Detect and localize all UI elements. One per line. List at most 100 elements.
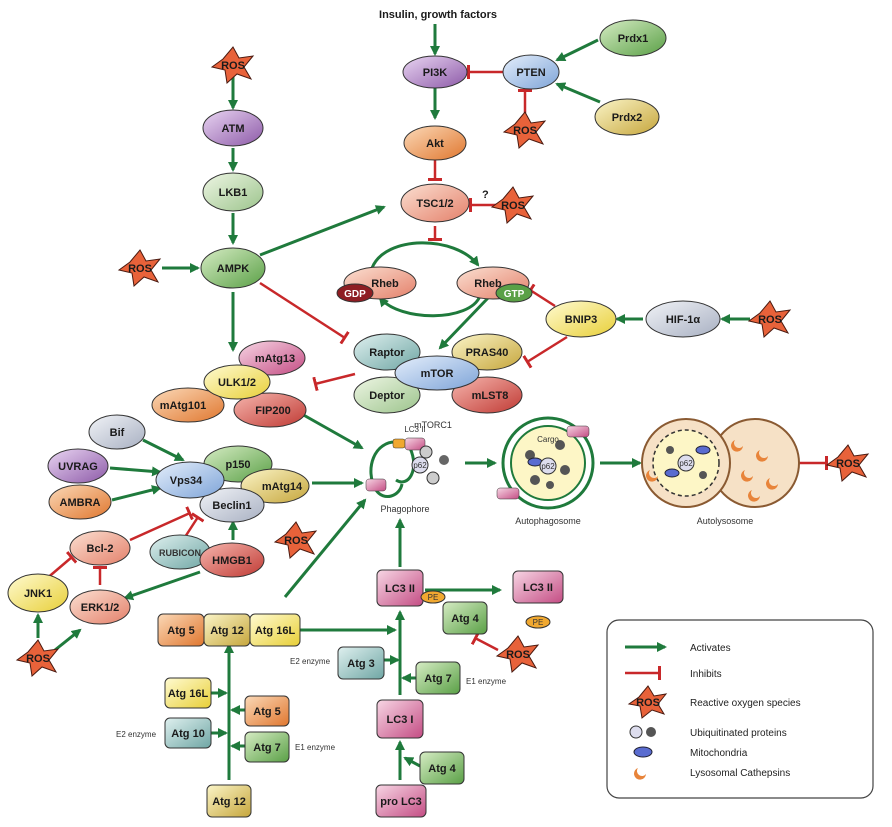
autolysosome-label: Autolysosome	[697, 516, 754, 526]
svg-text:Atg 3: Atg 3	[347, 658, 375, 670]
node-erk: ERK1/2	[69, 589, 131, 625]
node-mtor	[394, 355, 480, 391]
svg-text:LKB1: LKB1	[219, 187, 248, 199]
svg-text:Bcl-2: Bcl-2	[87, 543, 114, 555]
node-pi3k: PI3K	[402, 55, 468, 89]
e2-enzyme-label-1: E2 enzyme	[116, 730, 157, 739]
edge-mtorc1-ulk	[312, 372, 356, 392]
edge-rheb-gtp-to-gdp	[378, 295, 482, 318]
svg-text:HIF-1α: HIF-1α	[666, 314, 701, 326]
edges	[33, 24, 828, 780]
svg-text:Atg 7: Atg 7	[424, 673, 452, 685]
svg-text:AMPK: AMPK	[217, 263, 249, 275]
svg-text:LC3 II: LC3 II	[385, 583, 415, 595]
e1-enzyme-label-1: E1 enzyme	[295, 743, 336, 752]
svg-text:Vps34: Vps34	[170, 475, 203, 487]
node-hif: HIF-1α	[645, 300, 721, 338]
node-ambra: AMBRA	[48, 484, 112, 520]
edge-bcl2-beclin	[129, 506, 194, 542]
legend-ubiquitin: Ubiquitinated proteins	[690, 728, 787, 739]
svg-text:Rheb: Rheb	[371, 278, 399, 290]
svg-text:pro LC3: pro LC3	[380, 796, 422, 808]
svg-text:GTP: GTP	[504, 289, 525, 300]
ros-star: ROS	[502, 111, 547, 149]
svg-text:PTEN: PTEN	[516, 67, 545, 79]
node-atg16l: Atg 16L	[249, 613, 301, 647]
node-atg4-b: Atg 4	[419, 751, 465, 785]
node-hmgb1: HMGB1	[199, 542, 265, 578]
node-ulk	[203, 364, 271, 400]
node-atg5: Atg 5	[157, 613, 205, 647]
node-gtp: GTP	[495, 283, 533, 303]
node-atg5-b: Atg 5	[244, 695, 290, 727]
node-atg16l-b: Atg 16L	[164, 677, 212, 709]
svg-text:Akt: Akt	[426, 138, 444, 150]
svg-text:UVRAG: UVRAG	[58, 461, 98, 473]
legend: Activates Inhibits ROS Reactive oxygen s…	[606, 619, 874, 799]
edge-prdx2-pten	[555, 82, 601, 104]
svg-text:HMGB1: HMGB1	[212, 555, 252, 567]
node-atg4: Atg 4	[442, 601, 488, 635]
svg-text:Atg 5: Atg 5	[167, 625, 195, 637]
svg-text:ROS: ROS	[636, 697, 660, 709]
edge-uvrag-vps34	[109, 466, 162, 477]
tsc-question-mark: ?	[482, 189, 489, 201]
node-pe-free: PE	[525, 615, 551, 629]
node-lc3ii-b: LC3 II	[512, 570, 564, 604]
edge-atg4b-lc3i	[403, 756, 421, 768]
autolysosome-p62: p62	[679, 459, 693, 468]
edge-ulk-phagophore	[299, 411, 364, 450]
svg-text:Atg 12: Atg 12	[212, 796, 246, 808]
node-ulk-complex: mAtg13 mAtg101 FIP200 ULK1/2	[151, 340, 307, 428]
svg-text:ROS: ROS	[221, 60, 245, 72]
edge-bif-vps34	[142, 438, 185, 462]
svg-text:Atg 4: Atg 4	[451, 613, 479, 625]
node-fip200	[233, 392, 307, 428]
ros-star: ROS	[747, 300, 792, 338]
svg-text:ULK1/2: ULK1/2	[218, 377, 256, 389]
svg-text:LC3 II: LC3 II	[523, 582, 553, 594]
node-atg10: Atg 10	[164, 717, 212, 749]
node-prolc3: pro LC3	[375, 784, 427, 818]
mtorc1-label: mTORC1	[414, 420, 452, 430]
svg-text:GDP: GDP	[344, 289, 366, 300]
autophagosome: p62 Cargo Autophagosome	[496, 416, 595, 526]
node-prdx2: Prdx2	[594, 98, 660, 136]
svg-text:ERK1/2: ERK1/2	[81, 602, 120, 614]
node-gdp: GDP	[336, 283, 374, 303]
top-input-label: Insulin, growth factors	[379, 9, 497, 21]
node-lc3ii: LC3 II	[376, 569, 424, 607]
svg-text:JNK1: JNK1	[24, 588, 52, 600]
node-pten: PTEN	[502, 54, 560, 90]
edge-rubicon-beclin	[183, 512, 205, 538]
edge-ambra-vps34	[111, 485, 162, 502]
node-deptor	[353, 376, 421, 414]
edge-ros-erk	[54, 628, 82, 652]
svg-text:Atg 16L: Atg 16L	[168, 688, 209, 700]
svg-text:ROS: ROS	[284, 535, 308, 547]
svg-text:ROS: ROS	[26, 653, 50, 665]
svg-text:BNIP3: BNIP3	[565, 314, 597, 326]
legend-ros-star: ROS	[627, 685, 668, 719]
node-beclin	[199, 487, 265, 523]
node-mtorc1-complex: Raptor PRAS40 Deptor mLST8 mTOR	[353, 333, 523, 414]
ros-star: ROS	[825, 444, 870, 482]
ros-star: ROS	[15, 639, 60, 677]
node-pras40	[451, 333, 523, 371]
node-akt: Akt	[403, 125, 467, 161]
edge-hmgb1-erk	[123, 570, 201, 601]
legend-cathepsins: Lysosomal Cathepsins	[690, 768, 790, 779]
svg-text:TSC1/2: TSC1/2	[416, 198, 453, 210]
svg-text:AMBRA: AMBRA	[60, 497, 101, 509]
phagophore: p62 LC3 II Phagophore	[365, 425, 449, 514]
node-matg13	[238, 340, 306, 376]
edge-rheb-mtor	[438, 296, 490, 350]
edge-ros-atg4	[470, 631, 499, 652]
svg-text:mAtg14: mAtg14	[262, 481, 303, 493]
legend-ros: Reactive oxygen species	[690, 698, 801, 709]
phagophore-p62: p62	[413, 461, 427, 470]
svg-text:ROS: ROS	[128, 263, 152, 275]
edge-ampk-tsc	[259, 205, 386, 257]
ros-stars: ROS ROS ROS ROS ROS ROS ROS ROS	[15, 46, 870, 677]
